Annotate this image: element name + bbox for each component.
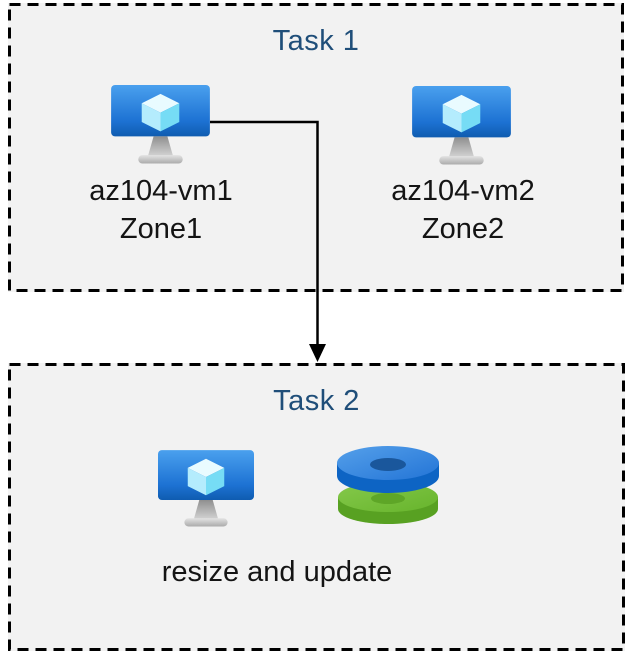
task1-title: Task 1 xyxy=(272,25,360,57)
task2-title: Task 2 xyxy=(273,385,360,417)
task2-caption: resize and update xyxy=(161,556,393,588)
vm1-zone: Zone1 xyxy=(119,213,203,245)
virtual-machine-icon xyxy=(158,450,254,527)
vm2-zone: Zone2 xyxy=(421,213,505,245)
task2-box: Task 2 xyxy=(8,363,625,651)
virtual-machine-icon xyxy=(111,85,210,164)
arrowhead-icon xyxy=(309,344,326,362)
vm2-label: az104-vm2 Zone2 xyxy=(343,172,583,248)
vm1-name: az104-vm1 xyxy=(89,175,233,207)
vm2-name: az104-vm2 xyxy=(391,175,535,207)
virtual-machine-icon xyxy=(412,86,511,165)
managed-disks-icon xyxy=(337,446,439,524)
task1-box: Task 1 xyxy=(8,3,624,292)
vm1-label: az104-vm1 Zone1 xyxy=(41,172,281,248)
